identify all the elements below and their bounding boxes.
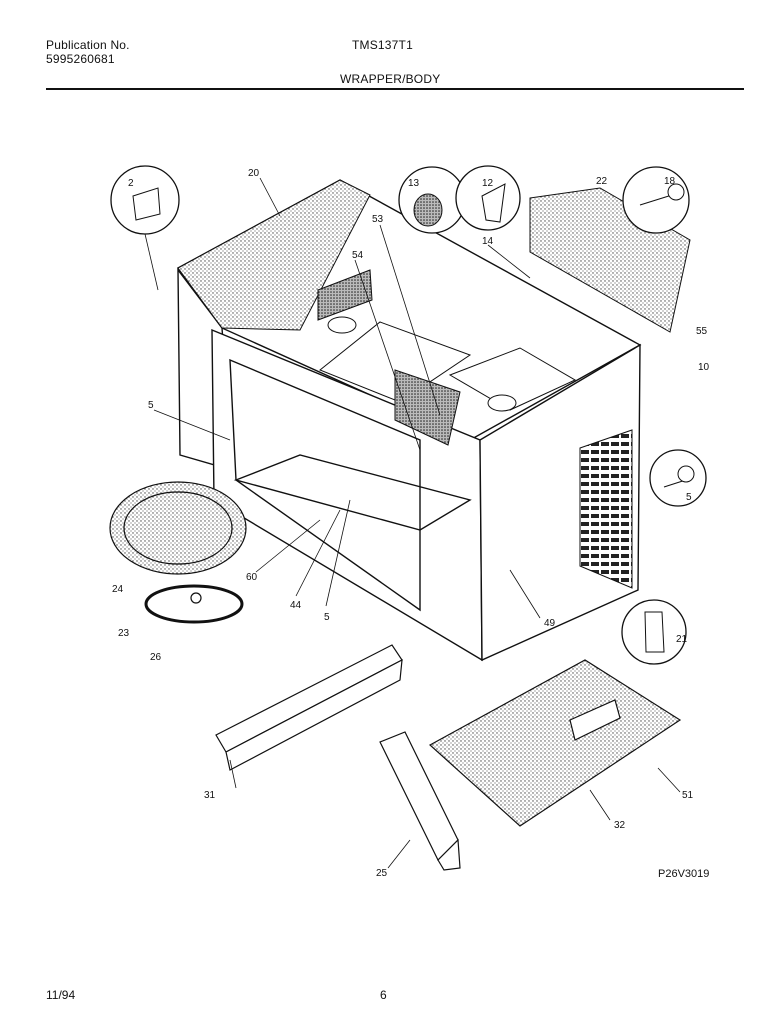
part-label: 24 bbox=[112, 584, 124, 595]
part-label: 31 bbox=[204, 790, 216, 801]
publication-number: 5995260681 bbox=[46, 52, 115, 66]
part-label: 14 bbox=[482, 236, 494, 247]
duct-25 bbox=[379, 731, 461, 871]
header-rule bbox=[46, 88, 744, 90]
part-label: 12 bbox=[482, 178, 494, 189]
model-number: TMS137T1 bbox=[352, 38, 413, 52]
part-label: 10 bbox=[698, 362, 710, 373]
part-label: 5 bbox=[148, 400, 154, 411]
part-label: 23 bbox=[118, 628, 130, 639]
part-label: 2 bbox=[128, 178, 134, 189]
top-cover bbox=[177, 179, 577, 412]
part-label: 22 bbox=[596, 176, 608, 187]
side-grille bbox=[579, 429, 633, 589]
part-label: 5 bbox=[324, 612, 330, 623]
publication-label: Publication No. bbox=[46, 38, 130, 52]
part-label: 13 bbox=[408, 178, 420, 189]
diagram-code: P26V3019 bbox=[658, 868, 710, 880]
part-label: 20 bbox=[248, 168, 260, 179]
part-label: 49 bbox=[544, 618, 556, 629]
part-label: 18 bbox=[664, 176, 676, 187]
part-number-labels: 2 20 13 12 22 18 53 54 14 55 10 5 5 60 4… bbox=[112, 168, 710, 879]
page-number: 6 bbox=[380, 988, 387, 1002]
part-label: 21 bbox=[676, 634, 688, 645]
part-label: 55 bbox=[696, 326, 708, 337]
part-label: 26 bbox=[150, 652, 162, 663]
base-plate bbox=[428, 659, 682, 827]
footer-date: 11/94 bbox=[46, 988, 76, 1002]
rail-31 bbox=[215, 644, 403, 771]
section-title: WRAPPER/BODY bbox=[340, 72, 441, 86]
part-label: 53 bbox=[372, 214, 384, 225]
part-label: 51 bbox=[682, 790, 694, 801]
leader-lines bbox=[144, 177, 681, 869]
callout-icons bbox=[132, 183, 695, 653]
part-label: 25 bbox=[376, 868, 388, 879]
part-label: 60 bbox=[246, 572, 258, 583]
waveguide-parts bbox=[317, 269, 461, 446]
part-label: 5 bbox=[686, 492, 692, 503]
part-label: 44 bbox=[290, 600, 302, 611]
turntable bbox=[109, 481, 247, 624]
part-label: 32 bbox=[614, 820, 626, 831]
part-label: 54 bbox=[352, 250, 364, 261]
